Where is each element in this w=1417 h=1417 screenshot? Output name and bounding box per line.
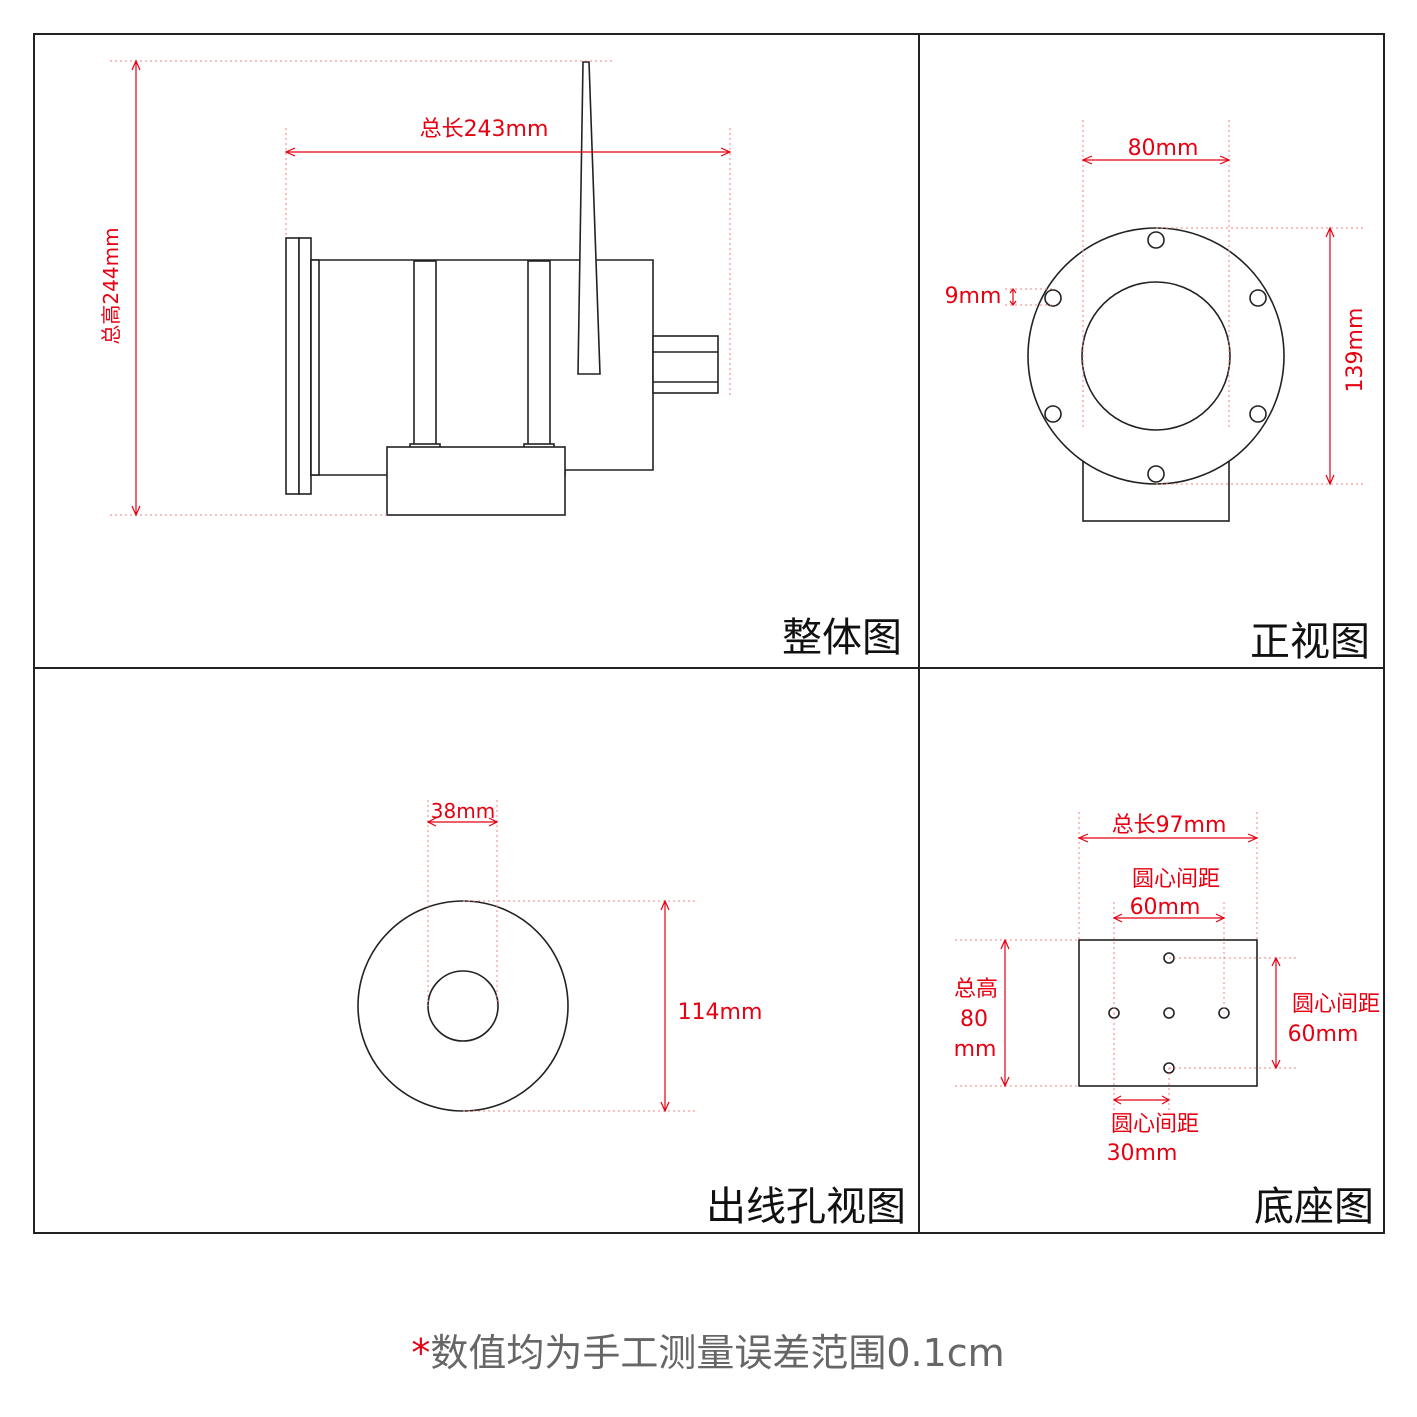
dim-base-center-v-label: 圆心间距 [1292,992,1380,1017]
post-left [413,260,437,451]
bolt-hole-bottom [1147,465,1165,483]
post-right [527,260,551,451]
flange-inner [298,237,312,495]
device-side-view [285,61,719,516]
frame-base [918,667,1385,1234]
front-dimensions [1005,120,1366,486]
dim-outlet-diameter: 114mm [678,1000,763,1025]
overall-dimensions [110,59,732,517]
dim-base-height-line1: 总高 [954,977,998,1002]
dim-outlet-hole: 38mm [431,799,495,823]
dim-total-height: 总高244mm [99,227,123,344]
dim-total-length: 总长243mm [420,117,549,142]
dim-base-center-h-label: 圆心间距 [1132,867,1220,892]
bolt-hole-upper-left [1044,289,1062,307]
base-hole-center [1163,1007,1175,1019]
panel-title-overall: 整体图 [782,615,902,661]
front-view [1027,227,1285,522]
base-dimensions [955,812,1296,1110]
outlet-hole [427,970,499,1042]
main-body [310,259,654,476]
dim-base-center-v-value: 60mm [1288,1022,1359,1047]
inner-circle [1081,281,1231,431]
panel-frames [33,33,1385,1234]
panel-title-outlet: 出线孔视图 [706,1184,906,1230]
dim-base-height-line3: mm [954,1037,997,1062]
footnote-text: 数值均为手工测量误差范围0.1cm [430,1331,1004,1375]
dim-base-center-b-label: 圆心间距 [1111,1112,1199,1137]
dim-base-center-h-value: 60mm [1130,895,1201,920]
antenna [577,61,601,375]
dim-base-height-line2: 80 [960,1007,988,1032]
outlet-view [357,900,569,1112]
cable-outlet [652,335,719,394]
bolt-hole-top [1147,231,1165,249]
dim-front-width: 80mm [1128,136,1199,161]
base-block [386,446,566,516]
panel-base: 总长97mm 圆心间距 60mm 总高 80 mm 圆心间距 60mm 圆心间距… [954,812,1380,1230]
dim-base-center-b-value: 30mm [1107,1141,1178,1166]
panel-overall: 总高244mm 总长243mm 整体图 [99,59,902,661]
flange-outer [285,237,300,495]
dim-base-length: 总长97mm [1112,813,1227,838]
footnote: *数值均为手工测量误差范围0.1cm [411,1331,1004,1375]
outlet-dimensions [426,800,695,1113]
footnote-star: * [411,1331,430,1375]
panel-title-front: 正视图 [1250,619,1370,665]
panel-title-base: 底座图 [1254,1184,1374,1230]
bolt-hole-upper-right [1249,289,1267,307]
body-step [310,259,320,476]
dim-front-height: 139mm [1343,308,1368,393]
bolt-hole-lower-right [1249,405,1267,423]
dim-front-hole: 9mm [945,284,1002,309]
bolt-hole-lower-left [1044,405,1062,423]
panel-outlet: 38mm 114mm 出线孔视图 [357,799,906,1230]
panel-front: 80mm 9mm 139mm 正视图 [945,120,1370,665]
base-view [1078,939,1258,1087]
